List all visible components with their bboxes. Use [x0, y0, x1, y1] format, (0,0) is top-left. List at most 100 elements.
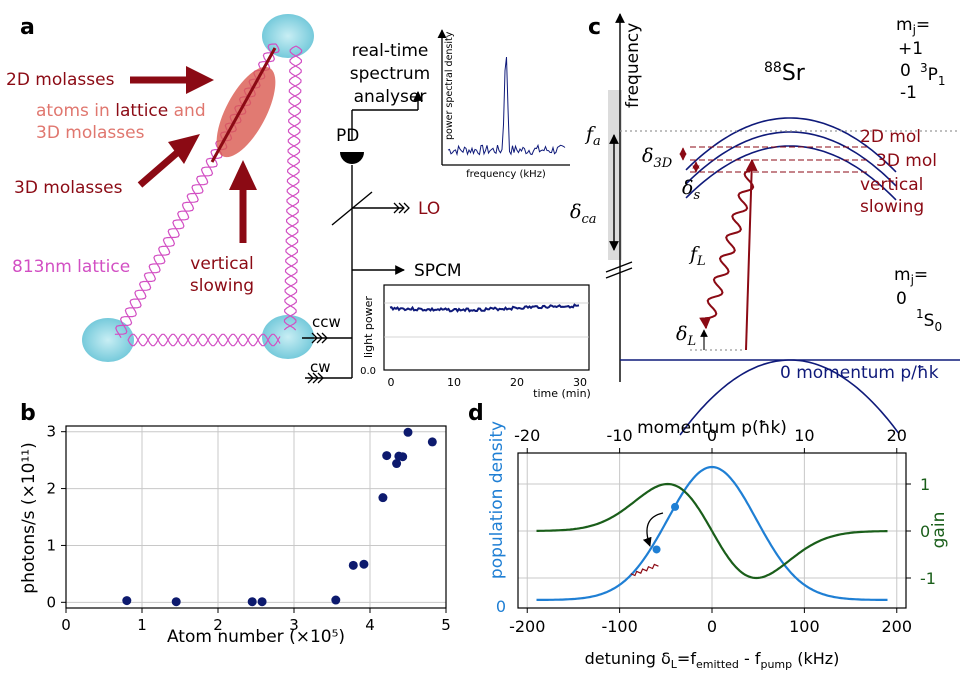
data-point — [382, 451, 392, 461]
panel-d-toplabel: momentum p(ħk) — [637, 418, 787, 438]
label-slowing-c: slowing — [860, 197, 924, 217]
axis-break — [605, 261, 633, 273]
data-point — [257, 597, 267, 607]
psd-ylabel: power spectral density — [444, 31, 455, 140]
power-trace — [389, 303, 580, 313]
label-cw: cw — [310, 358, 331, 376]
panel-b-frame — [65, 425, 447, 609]
label-3d-molasses-atoms: 3D molasses — [36, 123, 145, 143]
label-3d-mol: 3D mol — [876, 151, 937, 171]
panel-label-d: d — [468, 401, 484, 426]
y-tick-label: 2 — [46, 480, 56, 498]
data-point — [171, 597, 181, 607]
label-2d-mol: 2D mol — [860, 127, 921, 147]
label-pd: PD — [336, 126, 359, 146]
power-xtick: 10 — [447, 376, 461, 389]
mirror-top-optic — [262, 14, 314, 58]
top-tick-label: 0 — [707, 426, 717, 445]
data-point — [392, 459, 402, 469]
panel-c: c frequency 88Sr mj= +1 0 -1 3P1 — [570, 13, 960, 436]
top-tick-label: -10 — [607, 426, 633, 445]
label-ccw: ccw — [312, 313, 341, 331]
delta-l-label: δL — [676, 323, 696, 349]
label-analyser: analyser — [354, 87, 427, 107]
mj-plus-one: +1 — [898, 39, 923, 59]
mirror-bottom-right-optic — [262, 315, 314, 359]
mj-top-label: mj= — [896, 15, 930, 37]
population-marker — [652, 545, 661, 554]
panel-d-rightlabel: gain — [929, 512, 949, 549]
label-vertical: vertical — [190, 254, 253, 274]
power-xtick: 30 — [573, 376, 587, 389]
panel-d-markers — [652, 502, 680, 554]
fiber-chevrons — [307, 202, 410, 384]
data-point — [427, 437, 437, 447]
delta-3d-label: δ3D — [642, 145, 673, 171]
data-point — [359, 559, 369, 569]
data-point — [331, 595, 341, 605]
label-spcm: SPCM — [414, 261, 462, 281]
panel-label-a: a — [20, 15, 35, 40]
mj-minus-one: -1 — [900, 83, 917, 103]
label-spectrum: spectrum — [350, 64, 430, 84]
x-tick-label: 3 — [289, 616, 299, 634]
mj-zero: 0 — [900, 61, 911, 81]
right-tick-label: 0 — [920, 522, 930, 541]
psd-xlabel: frequency (kHz) — [466, 169, 546, 180]
power-xtick: 20 — [510, 376, 524, 389]
term-3p1: 3P1 — [920, 61, 946, 88]
panel-b-xlabel: Atom number (×10⁵) — [167, 627, 345, 647]
dotted-levels — [620, 130, 960, 351]
beam-arrows — [130, 66, 257, 243]
isotope-label: 88Sr — [764, 60, 806, 86]
axis-break — [605, 267, 633, 279]
data-point — [122, 596, 132, 606]
x-tick-label: 1 — [137, 616, 147, 634]
population-curve — [536, 465, 888, 601]
x-tick-label: 0 — [61, 616, 71, 634]
psd-inset: power spectral density frequency (kHz) — [437, 29, 570, 180]
molasses-levels — [690, 146, 870, 173]
gain-curve — [536, 482, 888, 580]
data-point — [378, 493, 388, 503]
y-tick-label: 0 — [46, 593, 56, 611]
label-realtime: real-time — [352, 41, 429, 61]
data-point — [398, 452, 408, 462]
panel-b-points — [122, 427, 437, 607]
label-atoms-in-lattice: atoms in lattice and — [36, 101, 206, 121]
label-813nm-lattice: 813nm lattice — [12, 257, 130, 277]
population-marker — [671, 502, 680, 511]
atom-cloud-line — [210, 47, 277, 163]
panel-b-ylabel: photons/s (×10¹¹) — [19, 442, 39, 593]
mirror-bottom-left-optic — [82, 318, 134, 362]
momentum-axis-label: 0 momentum p/ħk — [780, 363, 939, 383]
panel-label-c: c — [588, 15, 601, 40]
fa-label: fa — [584, 123, 601, 149]
x-tick-label: 5 — [441, 616, 451, 634]
frequency-label: frequency — [623, 23, 643, 108]
right-tick-label: 1 — [920, 475, 930, 494]
power-inset: light power 0.0 0 10 20 30 time (min) — [360, 284, 591, 400]
power-xtick: 0 — [388, 376, 395, 389]
transfer-arrow — [642, 512, 664, 547]
panel-a: a 2D molasses atoms in lattice and 3D mo… — [6, 14, 591, 400]
panel-d-xlabel: detuning δL=femitted - fpump (kHz) — [585, 649, 840, 671]
x-tick-label: 2 — [213, 616, 223, 634]
label-2d-molasses: 2D molasses — [6, 70, 115, 90]
label-3d-molasses: 3D molasses — [14, 178, 123, 198]
panel-d-leftlabel: population density — [487, 421, 507, 579]
atom-cloud — [216, 66, 276, 158]
x-tick-label: 4 — [365, 616, 375, 634]
x-tick-label: -200 — [509, 617, 545, 636]
label-vertical-c: vertical — [860, 175, 923, 195]
mj-bottom-zero: 0 — [896, 289, 907, 309]
photon-wavy-icon — [630, 563, 659, 577]
x-tick-label: 200 — [881, 617, 912, 636]
optical-paths — [302, 91, 423, 379]
x-tick-label: 100 — [789, 617, 820, 636]
term-1s0: 1S0 — [916, 307, 942, 334]
